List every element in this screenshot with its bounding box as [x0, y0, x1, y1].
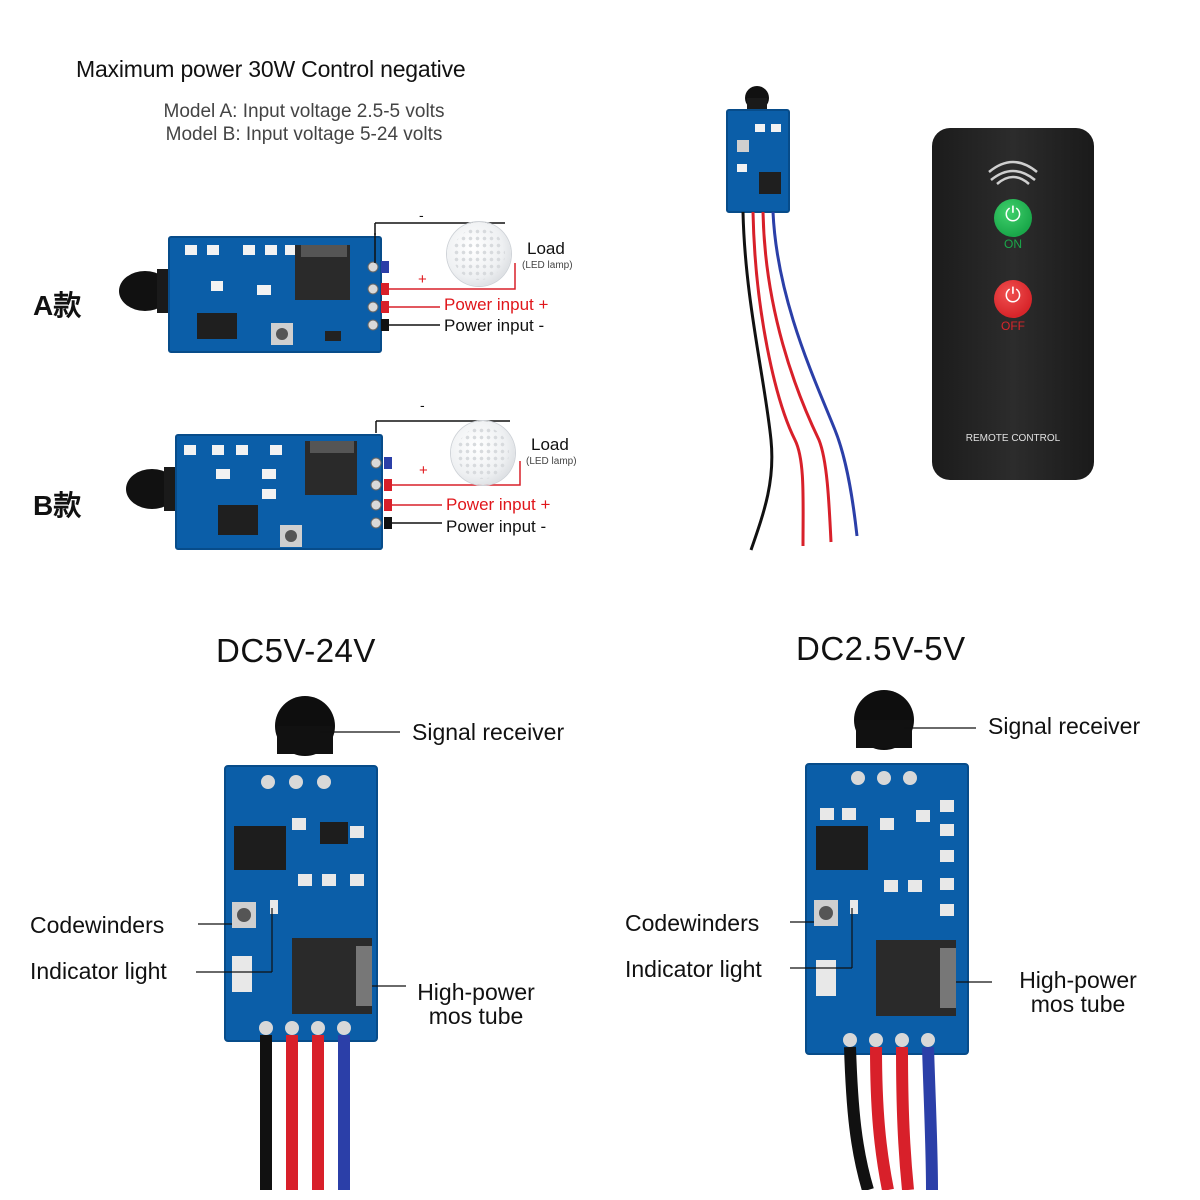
- ic-chip: [234, 826, 286, 870]
- ic-chip: [218, 505, 258, 535]
- indicator-led: [850, 900, 858, 914]
- signal-receiver-label: Signal receiver: [412, 719, 565, 745]
- load-label: Load: [527, 239, 565, 258]
- led-lamp-icon: [451, 421, 515, 485]
- off-label: OFF: [1001, 319, 1025, 333]
- wired-module-photo: [726, 86, 859, 551]
- mos-tube-label: High-power mos tube: [417, 979, 535, 1029]
- power-plus-label: Power input +: [444, 295, 549, 314]
- module-2-photo: [790, 690, 992, 1190]
- wireless-signal-icon: [988, 160, 1038, 185]
- module-1-heading: DC5V-24V: [216, 632, 376, 669]
- indicator-light-label: Indicator light: [30, 958, 167, 984]
- variant-a-board-diagram: [119, 222, 516, 353]
- indicator-led: [270, 900, 278, 914]
- minus-sign: -: [419, 207, 424, 223]
- off-button[interactable]: ⏻: [994, 280, 1032, 318]
- page-title: Maximum power 30W Control negative: [76, 56, 466, 82]
- power-plus-label: Power input +: [446, 495, 551, 514]
- power-icon: ⏻: [1005, 285, 1021, 307]
- model-b-spec: Model B: Input voltage 5-24 volts: [165, 124, 443, 145]
- codewinders-label: Codewinders: [30, 912, 165, 938]
- module-2-heading: DC2.5V-5V: [796, 630, 966, 667]
- minus-sign: -: [420, 397, 425, 413]
- indicator-light-label: Indicator light: [625, 956, 762, 982]
- remote-control: ⏻ ON ⏻ OFF REMOTE CONTROL: [932, 128, 1094, 480]
- load-sublabel: (LED lamp): [526, 456, 577, 467]
- module-1-photo: [196, 696, 406, 1190]
- remote-brand: REMOTE CONTROL: [965, 433, 1061, 444]
- model-a-spec: Model A: Input voltage 2.5-5 volts: [163, 101, 445, 122]
- power-minus-label: Power input -: [446, 517, 547, 536]
- mos-tube-label: High-power mos tube: [1019, 967, 1137, 1017]
- load-label: Load: [531, 435, 569, 454]
- on-label: ON: [1004, 237, 1022, 251]
- on-button[interactable]: ⏻: [994, 199, 1032, 237]
- power-icon: ⏻: [1005, 204, 1021, 226]
- variant-a-label: A款: [33, 290, 82, 321]
- plus-sign: +: [419, 462, 428, 479]
- ic-chip: [197, 313, 237, 339]
- codewinders-label: Codewinders: [625, 910, 760, 936]
- power-minus-label: Power input -: [444, 316, 545, 335]
- variant-b-label: B款: [33, 490, 82, 521]
- signal-receiver-label: Signal receiver: [988, 713, 1141, 739]
- led-lamp-icon: [447, 222, 511, 286]
- variant-b-board-diagram: [126, 420, 521, 550]
- ic-chip: [816, 826, 868, 870]
- load-sublabel: (LED lamp): [522, 260, 573, 271]
- plus-sign: +: [418, 271, 427, 288]
